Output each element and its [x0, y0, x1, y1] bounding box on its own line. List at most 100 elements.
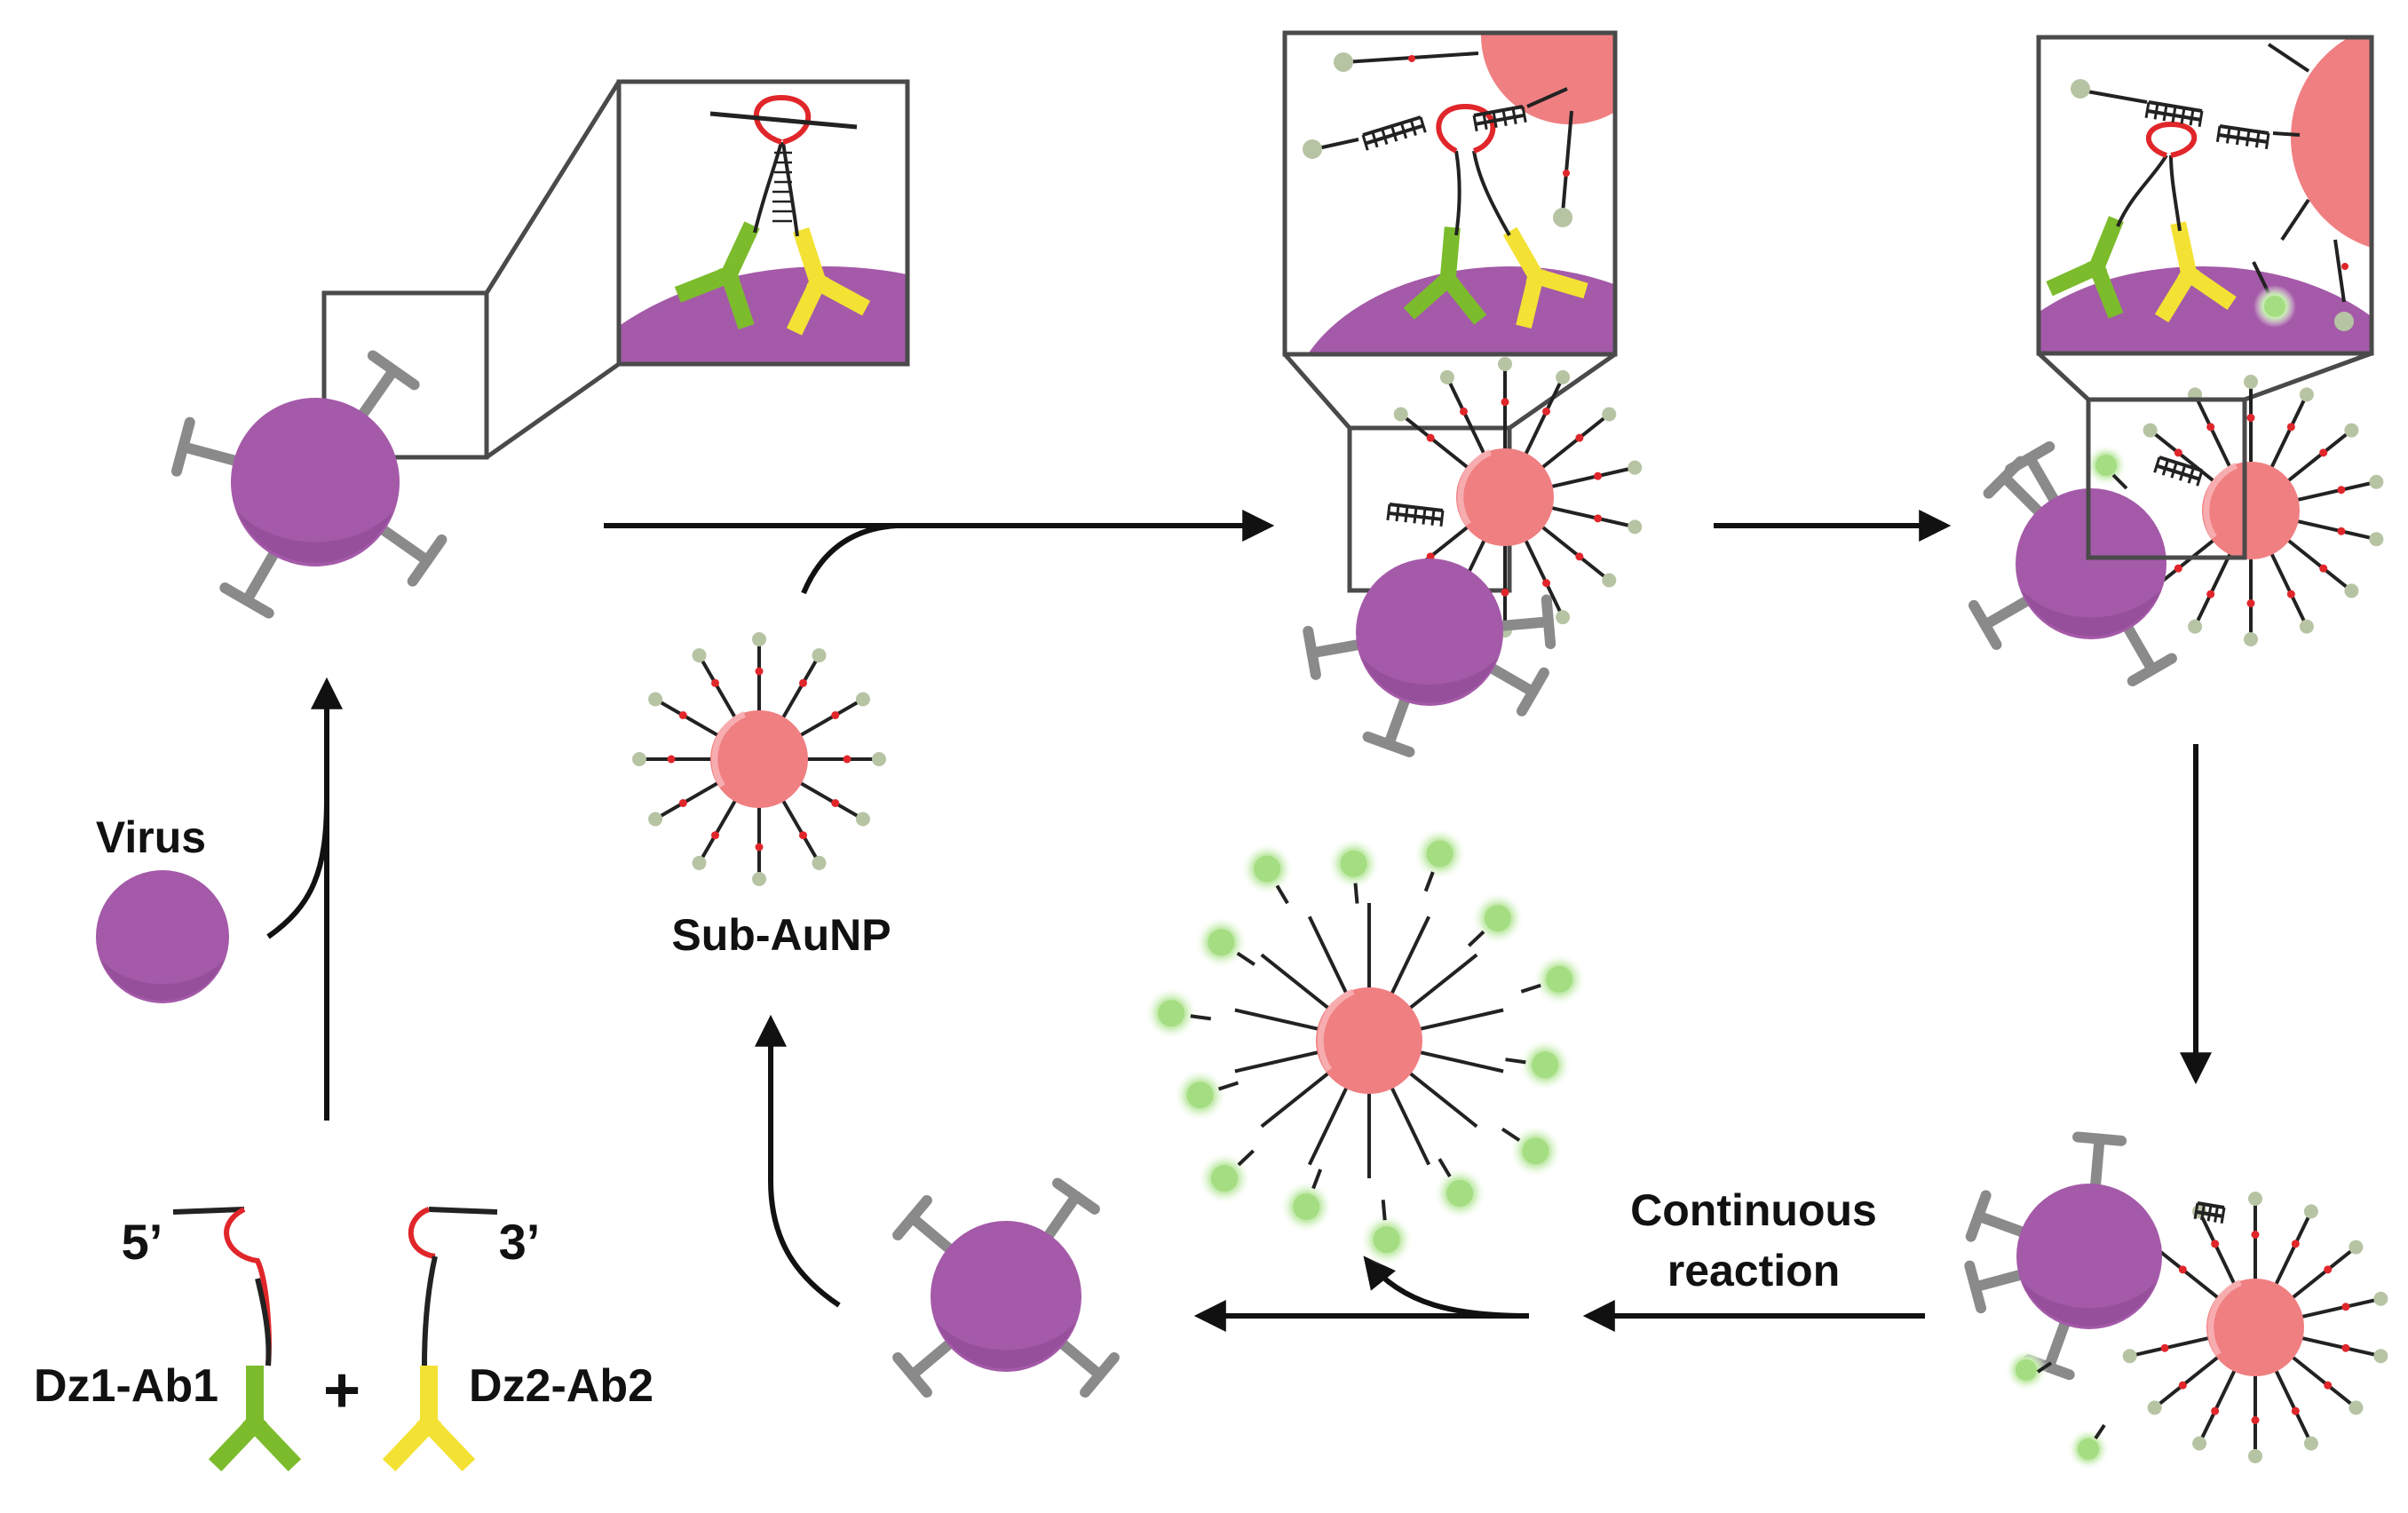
quencher-tip — [2373, 1349, 2388, 1364]
dz1-ab1-label: Dz1-Ab1 — [34, 1360, 218, 1412]
antibody-ab1-conjugate — [208, 1366, 302, 1472]
substrate-strand — [709, 111, 858, 130]
virus-spike — [1999, 471, 2047, 519]
strand-b — [2218, 132, 2268, 144]
antibody-shape — [208, 1366, 302, 1472]
substrate-strand — [1388, 915, 1431, 999]
dz2-stem — [422, 1256, 438, 1366]
fluorophore — [2095, 455, 2117, 476]
virus-body — [96, 870, 229, 1003]
base-pair — [1413, 507, 1418, 524]
quencher-tip — [1556, 610, 1571, 625]
base-pair — [1419, 116, 1427, 133]
substrate-strand — [1446, 376, 1488, 459]
arrow-to-cleaved-aunp — [1363, 1256, 1530, 1319]
fluorophore — [1208, 929, 1235, 956]
virus-spike — [1973, 1210, 2031, 1239]
antibody-shape — [674, 221, 760, 330]
released-strand — [1236, 951, 1255, 966]
fluorophore — [1522, 1137, 1549, 1165]
substrate-strand — [1522, 535, 1564, 619]
fluorophore — [1340, 850, 1367, 877]
fluorophore — [2016, 1359, 2037, 1381]
substrate-strand — [2297, 1335, 2381, 1359]
virus-spike — [1969, 1268, 2029, 1293]
virus-spike — [2089, 1133, 2105, 1194]
inset-3-content — [2039, 37, 2372, 353]
base-pair — [1501, 109, 1508, 126]
particles — [96, 350, 2388, 1472]
virus-spike-head — [1303, 625, 1321, 680]
virus-spike — [907, 1336, 957, 1381]
zoom-insets — [321, 30, 2374, 593]
cleavage-site — [2178, 1265, 2187, 1274]
antibody-shape — [382, 1366, 476, 1472]
virus-spike — [1493, 616, 1554, 632]
aunp-cleaved — [1234, 903, 1504, 1178]
hybrid-duplex — [2153, 455, 2204, 487]
virus-spike-head — [1541, 594, 1556, 650]
cleavage-site — [2337, 486, 2346, 495]
virus-hybridized — [1968, 440, 2177, 687]
quencher-tip — [2143, 423, 2158, 438]
virus-spike — [178, 441, 244, 467]
virus-released — [892, 1177, 1120, 1398]
sub-aunp-join-curve — [801, 523, 898, 595]
virus-shadow — [1361, 658, 1498, 703]
virus-spike-head — [1362, 731, 1415, 757]
continuous-reaction-label-line2: reaction — [1667, 1246, 1841, 1295]
virus-antibody-complex — [170, 350, 448, 619]
cleavage-site — [1594, 514, 1603, 523]
quencher-tip — [812, 855, 827, 870]
base-pair — [1409, 119, 1417, 136]
virus-body — [231, 398, 400, 566]
base-pair — [2153, 456, 2161, 473]
cleavage-site — [1575, 552, 1584, 561]
quencher-tip — [2303, 1436, 2318, 1451]
dz1-arm — [172, 1207, 245, 1215]
base-pair — [2214, 1206, 2219, 1223]
quencher-tip — [2248, 1449, 2262, 1463]
cleavage-site — [2341, 1343, 2350, 1352]
hybrid-duplex — [1386, 503, 1445, 527]
substrate-strand — [654, 780, 723, 821]
base-pair — [1395, 504, 1400, 522]
zoom-line — [484, 80, 622, 295]
base-pair — [2198, 110, 2204, 128]
virus-spike-head — [170, 416, 195, 477]
dnazyme-loop — [2146, 121, 2198, 158]
cleavage-site — [2341, 263, 2349, 270]
released-strand — [2036, 1361, 2053, 1374]
substrate-strand — [1547, 465, 1636, 489]
cleavage-site — [711, 831, 719, 840]
base-pair — [2200, 1204, 2206, 1221]
released-strand — [2094, 1423, 2106, 1440]
quencher-tip — [1439, 369, 1454, 384]
zoom-region-3 — [2086, 397, 2247, 560]
base-pair — [1492, 111, 1498, 128]
strand-a — [1473, 105, 1524, 117]
antibody-shape — [786, 227, 871, 336]
substrate-strand — [2198, 1210, 2238, 1289]
cleavage-site — [2174, 448, 2182, 457]
base-pair — [1472, 115, 1478, 131]
virus-spike-head — [219, 582, 274, 619]
substrate-strand — [1260, 1069, 1334, 1129]
base-pair — [1521, 106, 1527, 123]
sub-aunp-label: Sub-AuNP — [671, 910, 891, 960]
released-strand — [1423, 871, 1435, 892]
virus-spike — [1383, 692, 1412, 750]
hybrid-duplex — [1361, 115, 1427, 151]
antibody-shape — [2154, 221, 2237, 323]
quencher-tip — [692, 648, 707, 663]
cleavage-site — [2337, 527, 2346, 535]
quencher-tip — [752, 872, 766, 886]
substrate-strand — [1405, 1069, 1478, 1129]
strand-a — [2219, 124, 2269, 135]
cleavage-site — [2246, 414, 2255, 422]
substrate-strand — [2284, 536, 2353, 592]
cleavage-site — [1542, 407, 1551, 416]
virus-shadow — [101, 960, 224, 1001]
strand-a — [2158, 455, 2203, 472]
virus-spike — [1041, 1191, 1081, 1244]
